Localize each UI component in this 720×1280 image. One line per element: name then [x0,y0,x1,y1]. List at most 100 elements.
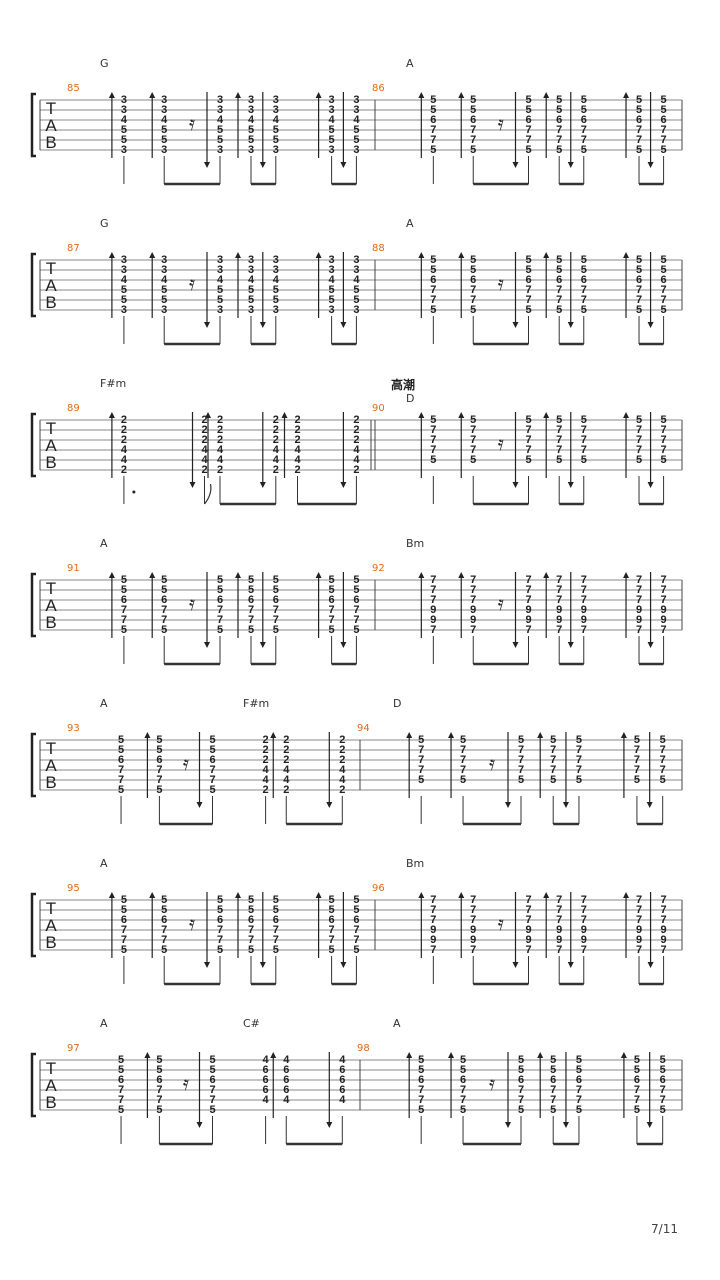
fret-number: 4 [273,114,280,126]
fret-number: 3 [217,104,223,116]
fret-number: 9 [430,604,436,616]
fret-number: 9 [661,614,667,626]
fret-number: 2 [283,784,289,796]
fret-number: 7 [518,764,524,776]
fret-number: 5 [118,744,124,756]
fret-number: 5 [329,624,335,636]
fret-number: 9 [556,934,562,946]
fret-number: 3 [329,94,335,106]
fret-number: 7 [209,774,215,786]
tab-clef-letter: A [45,436,57,455]
measure-number: 85 [67,83,80,94]
fret-number: 3 [121,144,127,156]
chord-label: A [393,1017,401,1030]
fret-number: 3 [353,94,359,106]
fret-number: 7 [661,424,667,436]
fret-number: 5 [161,894,167,906]
fret-number: 5 [460,1054,466,1066]
arrow-head [623,92,630,98]
fret-number: 5 [430,454,436,466]
fret-number: 7 [581,584,587,596]
fret-number: 6 [156,1074,162,1086]
arrow-head [562,1122,569,1128]
fret-number: 7 [556,284,562,296]
arrow-head [505,802,511,808]
fret-number: 3 [273,104,279,116]
fret-number: 7 [636,944,642,956]
fret-number: 5 [581,414,587,426]
fret-number: 5 [470,104,476,116]
fret-number: 7 [636,624,642,636]
fret-number: 3 [329,264,335,276]
fret-number: 2 [263,744,269,756]
fret-number: 4 [201,444,208,456]
chord-label: A [100,697,108,710]
fret-number: 5 [470,144,476,156]
arrow-head [458,92,465,98]
fret-number: 4 [121,274,128,286]
fret-number: 2 [273,424,279,436]
fret-number: 7 [273,614,279,626]
rest-symbol: 𝄿 [498,271,504,295]
fret-number: 6 [329,594,335,606]
fret-number: 4 [329,114,336,126]
fret-number: 7 [660,1084,666,1096]
fret-number: 7 [636,444,642,456]
fret-number: 5 [661,264,667,276]
fret-number: 2 [339,734,345,746]
tab-staff: TAB556775556775𝄿556775466644666446664556… [30,1052,683,1146]
tab-clef-letter: A [45,116,57,135]
chord-label: F#m [100,377,127,390]
fret-number: 5 [156,784,162,796]
fret-number: 4 [248,114,255,126]
fret-number: 6 [273,914,279,926]
fret-number: 7 [576,754,582,766]
arrow-head [543,412,550,418]
fret-number: 6 [518,1074,524,1086]
rest-symbol: 𝄿 [498,111,504,135]
fret-number: 5 [161,574,167,586]
fret-number: 5 [121,294,127,306]
fret-number: 6 [430,274,436,286]
fret-number: 9 [636,604,642,616]
arrow-head [108,252,115,258]
fret-number: 7 [525,284,531,296]
fret-number: 5 [217,574,223,586]
fret-number: 3 [121,304,127,316]
fret-number: 7 [470,284,476,296]
arrow-head [567,322,574,328]
fret-number: 4 [217,114,224,126]
fret-number: 7 [353,614,359,626]
fret-number: 9 [636,934,642,946]
fret-number: 5 [430,104,436,116]
tab-clef-letter: T [46,899,56,918]
fret-number: 9 [581,614,587,626]
fret-number: 5 [273,134,279,146]
fret-number: 7 [556,434,562,446]
fret-number: 5 [636,304,642,316]
arrow-head [623,412,630,418]
fret-number: 5 [118,734,124,746]
arrow-head [418,572,425,578]
fret-number: 7 [556,594,562,606]
fret-number: 3 [161,264,167,276]
fret-number: 7 [581,594,587,606]
fret-number: 7 [661,894,667,906]
fret-number: 4 [339,1094,346,1106]
fret-number: 6 [576,1074,582,1086]
arrow-head [458,412,465,418]
tab-clef-letter: A [45,916,57,935]
fret-number: 7 [581,434,587,446]
fret-number: 3 [217,304,223,316]
fret-number: 5 [518,774,524,786]
fret-number: 7 [581,284,587,296]
fret-number: 9 [661,924,667,936]
arrow-head [108,572,115,578]
arrow-head [505,1122,511,1128]
fret-number: 5 [248,124,254,136]
fret-number: 7 [660,1094,666,1106]
fret-number: 7 [636,124,642,136]
fret-number: 9 [470,934,476,946]
fret-number: 6 [636,274,642,286]
